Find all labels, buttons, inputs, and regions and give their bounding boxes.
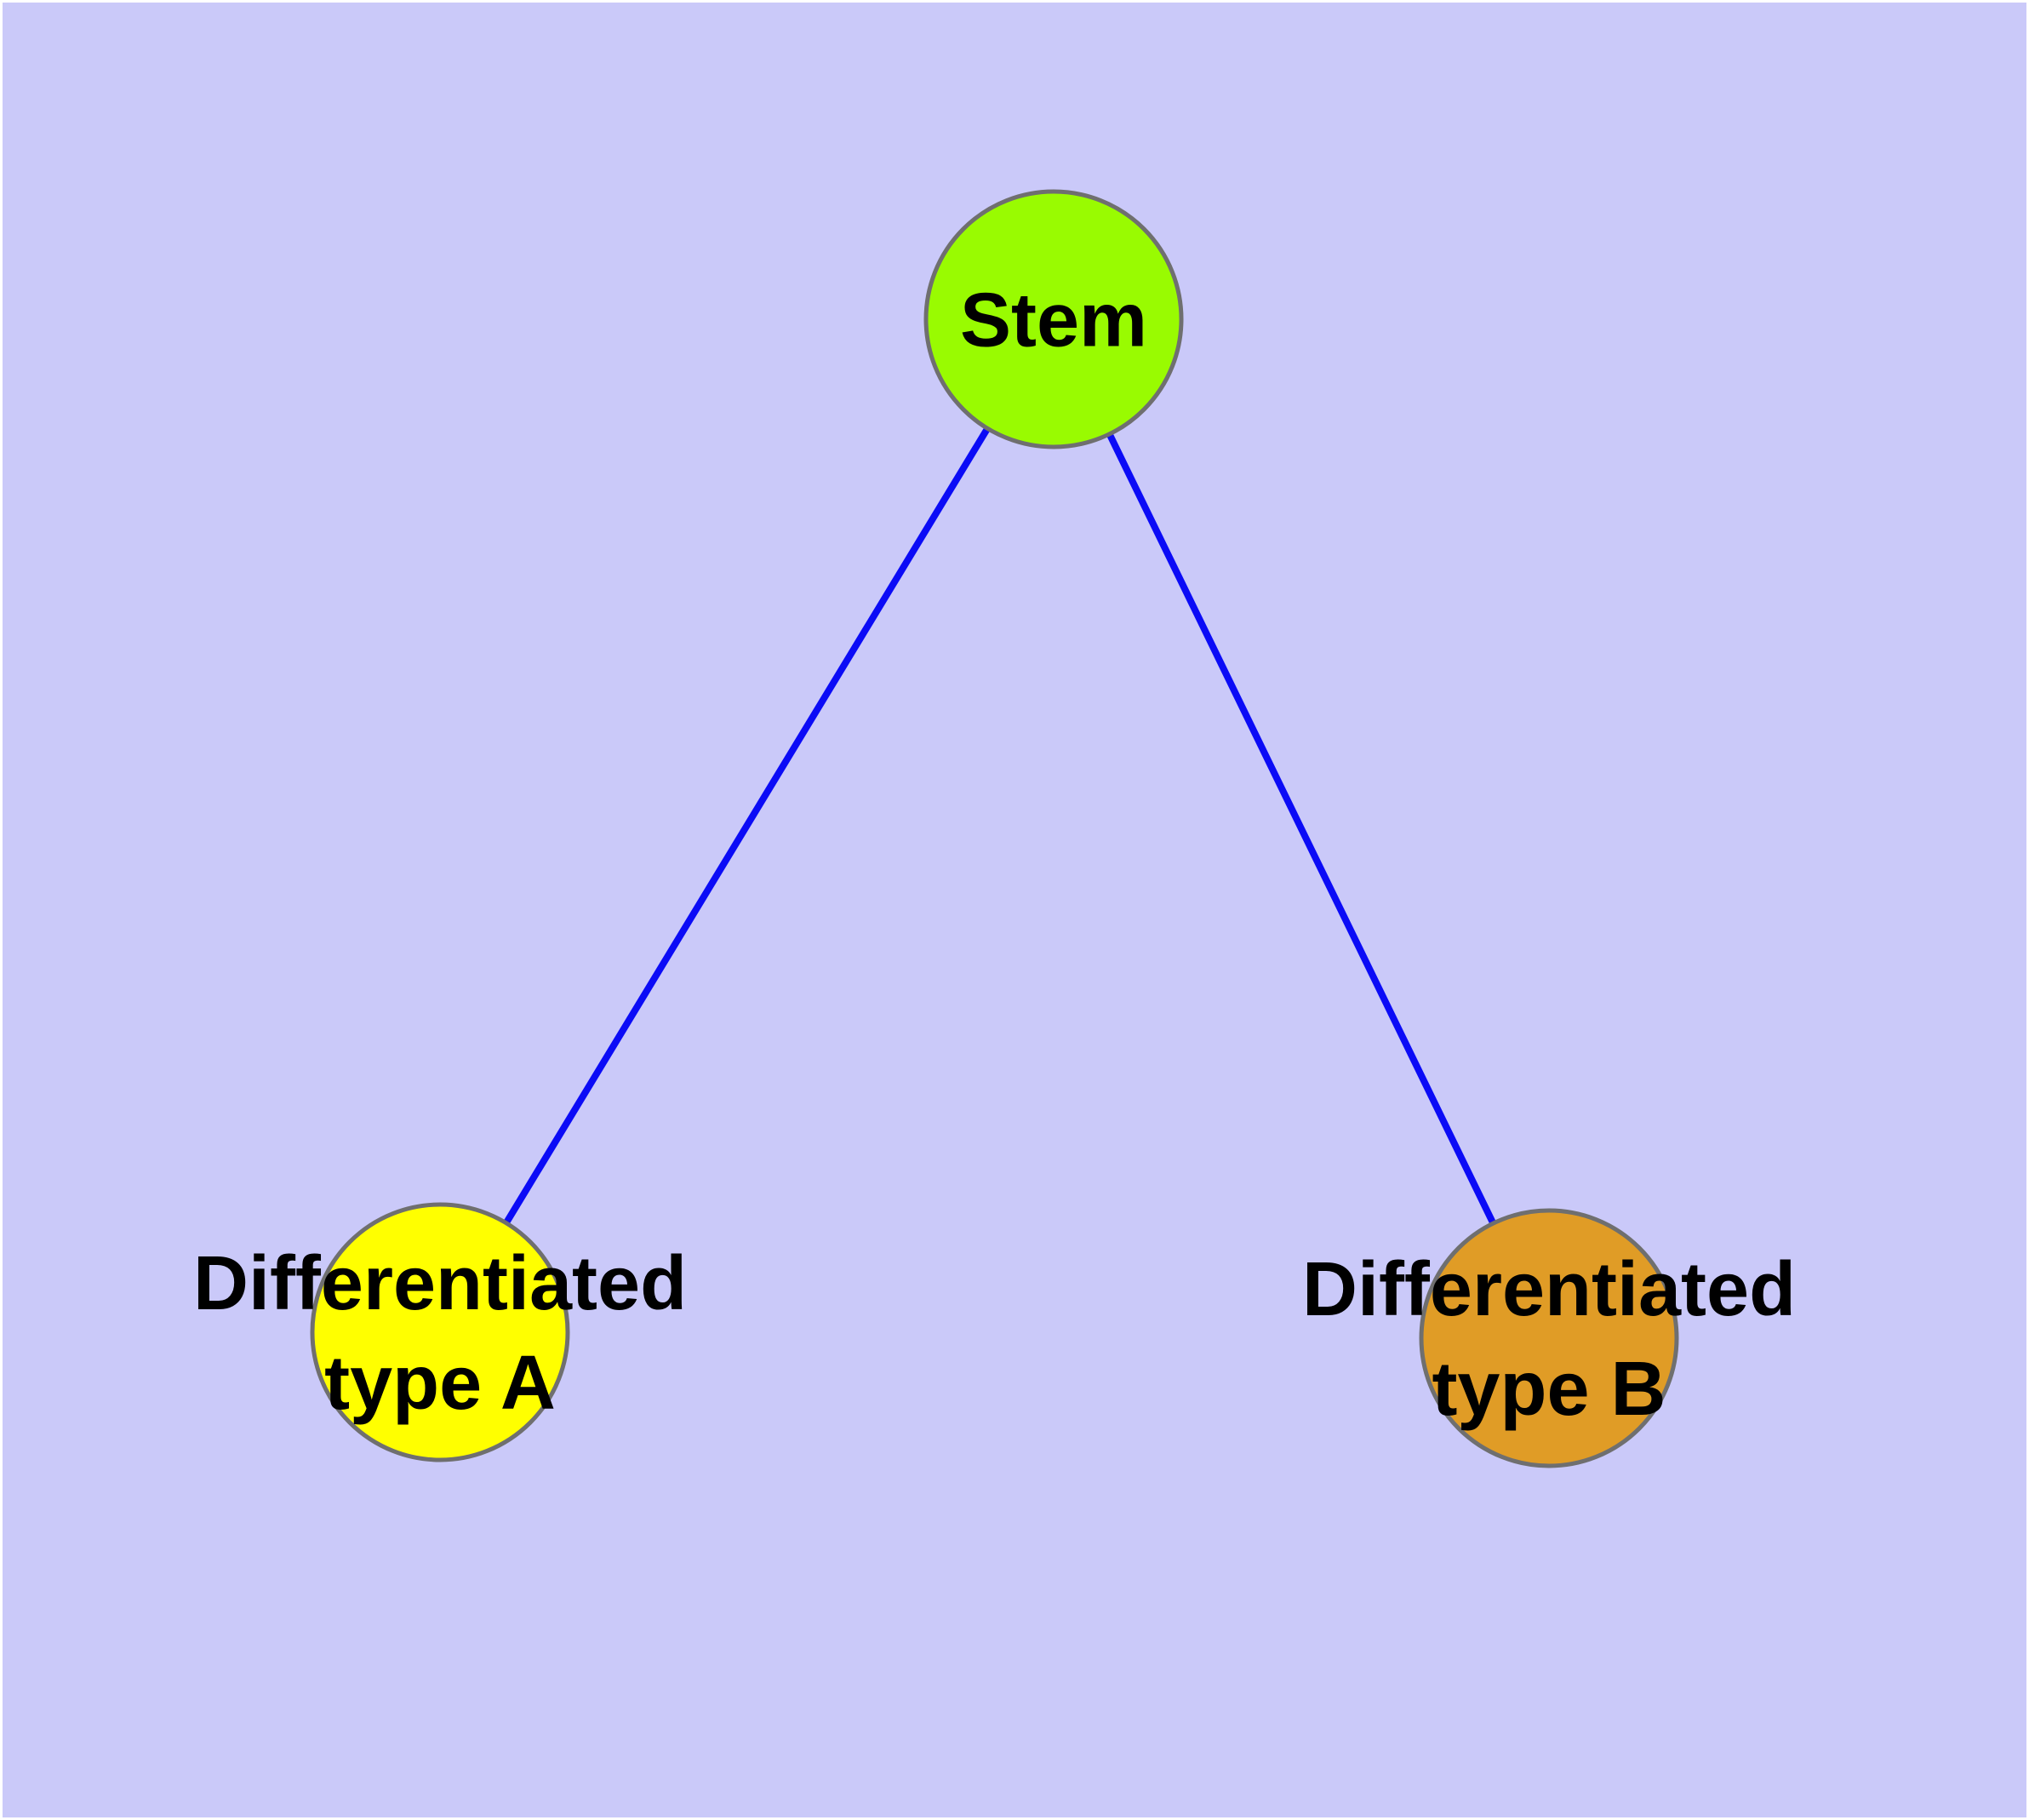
diagram-canvas: Stem Differentiated type A Differentiate… bbox=[3, 3, 2026, 1817]
stem-node-label: Stem bbox=[960, 272, 1147, 371]
type-b-label-line1: Differentiated bbox=[1301, 1247, 1797, 1332]
stem-label-text: Stem bbox=[959, 278, 1148, 363]
edge-stem-to-type-b bbox=[1050, 318, 1552, 1340]
type-a-label-line1: Differentiated bbox=[192, 1241, 688, 1326]
graph-svg bbox=[3, 3, 2026, 1817]
stem-node-circle bbox=[923, 189, 1184, 449]
type-a-label-line2: type A bbox=[324, 1341, 556, 1426]
edge-stem-to-type-a bbox=[437, 317, 1057, 1335]
type-a-node-circle bbox=[310, 1202, 570, 1462]
type-b-node-label: Differentiated type B bbox=[1302, 1240, 1796, 1439]
type-b-node-circle bbox=[1419, 1208, 1679, 1468]
type-b-label-line2: type B bbox=[1432, 1347, 1666, 1432]
type-a-node-label: Differentiated type A bbox=[193, 1234, 687, 1434]
